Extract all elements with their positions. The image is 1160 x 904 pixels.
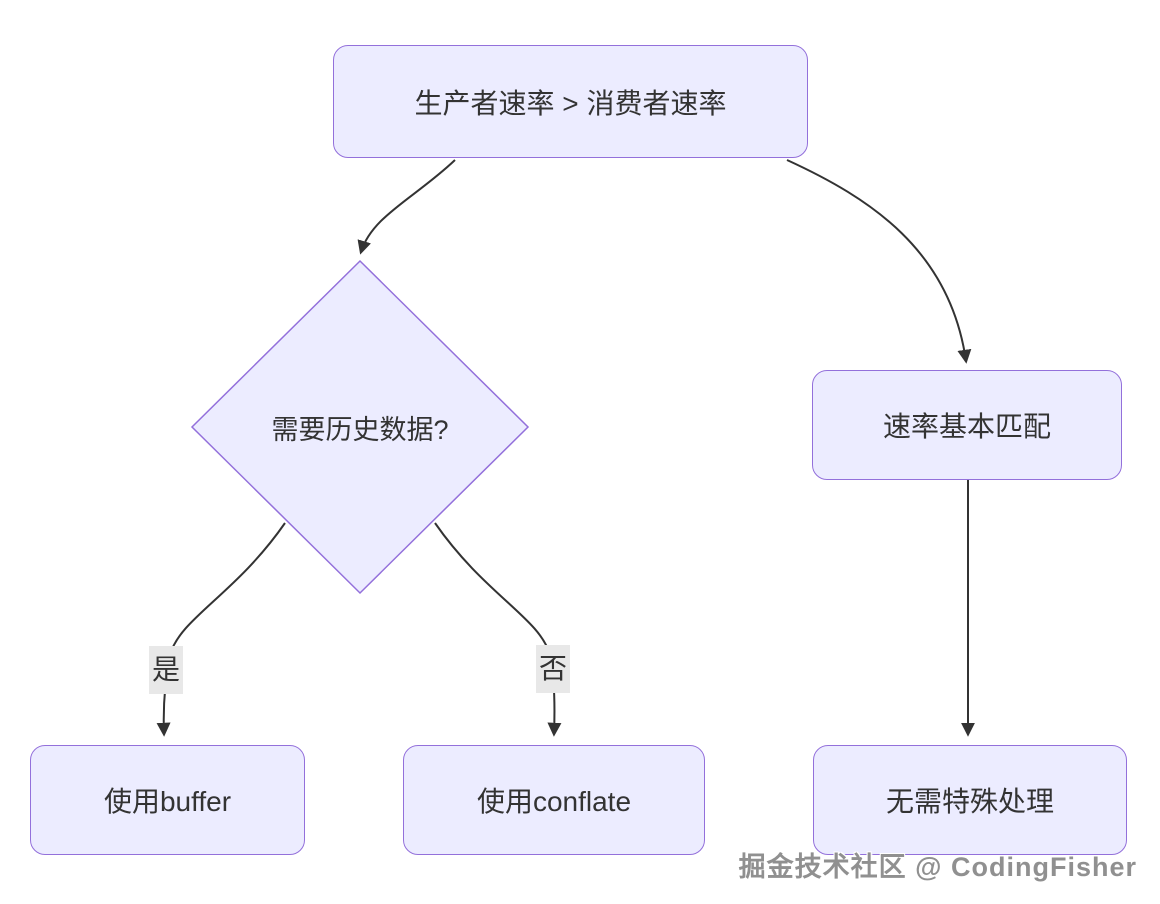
node-use-buffer: 使用buffer [30, 745, 305, 855]
node-no-special-handling: 无需特殊处理 [813, 745, 1127, 855]
node-use-conflate: 使用conflate [403, 745, 705, 855]
edge-decision-to-conflate [434, 522, 562, 737]
node-producer-rate: 生产者速率 > 消费者速率 [333, 45, 808, 158]
node-rate-matched: 速率基本匹配 [812, 370, 1122, 480]
edge-start-to-decision [357, 159, 456, 255]
decision-diamond-shape [190, 259, 530, 595]
edge-label-yes: 是 [148, 646, 184, 694]
edge-label-no: 否 [535, 645, 571, 693]
edge-decision-to-buffer [156, 522, 286, 737]
node-need-history-label: 需要历史数据? [271, 414, 449, 445]
edge-start-to-matched [786, 159, 972, 364]
watermark-text: 掘金技术社区 @ CodingFisher [738, 852, 1137, 882]
